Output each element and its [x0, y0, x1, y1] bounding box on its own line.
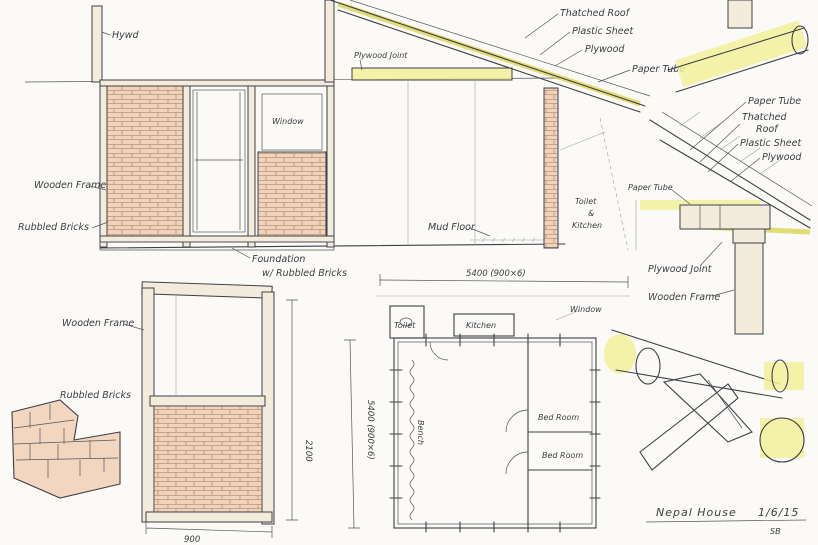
label-plywood-joint: Plywood Joint: [354, 51, 408, 60]
label-foundation-sub: w/ Rubbled Bricks: [262, 268, 347, 279]
frame-labels: Wooden Frame Rubbled Bricks 2100 900: [60, 318, 313, 545]
detail-label-wooden-frame: Wooden Frame: [648, 292, 720, 303]
section-labels: Hywd Thatched Roof Plastic Sheet Plywood…: [18, 8, 685, 279]
label-kitchen: Kitchen: [572, 221, 602, 230]
label-mud-floor: Mud Floor: [428, 222, 476, 233]
window: [261, 93, 323, 151]
title-initials: SB: [770, 527, 781, 536]
joint-detail: [604, 329, 805, 471]
label-window: Window: [272, 117, 304, 126]
title-text: Nepal House: [656, 506, 737, 519]
label-ampersand: &: [588, 209, 594, 218]
brick-stack: [11, 399, 121, 499]
section-elevation: [24, 0, 651, 251]
dim-frame-height: 2100: [303, 440, 313, 462]
detail-label-thatched: Thatched: [742, 112, 787, 123]
title-block: Nepal House 1/6/15 SB: [645, 506, 807, 536]
plan-label-window: Window: [570, 305, 602, 314]
dim-frame-width: 900: [184, 535, 200, 545]
floor-plan-labels: 5400 (900×6) 5400 (900×6) Toilet Kitchen…: [365, 269, 602, 460]
dim-width-total: 5400 (900×6): [466, 269, 526, 279]
plan-label-bed-room-1: Bed Room: [538, 413, 579, 422]
plan-outline: [393, 337, 597, 529]
plan-label-bed-room-2: Bed Room: [542, 451, 583, 460]
roof-detail: [635, 0, 813, 335]
label-plywood: Plywood: [585, 44, 625, 55]
plan-label-bench: Bench: [416, 420, 425, 445]
plan-label-toilet: Toilet: [394, 321, 416, 330]
label-thatched-roof: Thatched Roof: [560, 8, 631, 19]
roof-detail-labels: Paper Tube Thatched Roof Plastic Sheet P…: [628, 96, 802, 303]
detail-label-plastic-sheet: Plastic Sheet: [740, 138, 802, 149]
frame-label-rubbled-bricks: Rubbled Bricks: [60, 390, 131, 401]
detail-label-roof: Roof: [756, 124, 779, 135]
detail-label-plywood-joint: Plywood Joint: [648, 264, 713, 275]
label-wooden-frame: Wooden Frame: [34, 180, 106, 191]
label-toilet: Toilet: [575, 197, 597, 206]
brick-wall-window: [257, 151, 327, 237]
frame-brick-infill: [153, 405, 263, 515]
plan-label-kitchen: Kitchen: [466, 321, 496, 330]
brick-post-right: [543, 87, 559, 249]
detail-label-paper-tube: Paper Tube: [748, 96, 801, 107]
detail-label-plywood: Plywood: [762, 152, 802, 163]
frame-label-wooden-frame: Wooden Frame: [62, 318, 134, 329]
left-post: [91, 5, 103, 83]
detail-label-paper-tube-2: Paper Tube: [628, 183, 673, 192]
label-plastic-sheet: Plastic Sheet: [572, 26, 634, 37]
title-date: 1/6/15: [758, 506, 799, 519]
label-hywd: Hywd: [112, 30, 140, 41]
label-paper-tube: Paper Tube: [632, 64, 685, 75]
label-foundation: Foundation: [252, 254, 305, 265]
door: [192, 89, 246, 233]
frame-elevation: [141, 281, 298, 538]
floor-plan: [344, 274, 630, 533]
dim-depth-total: 5400 (900×6): [365, 400, 375, 460]
brick-wall-left: [105, 83, 185, 237]
label-rubbled-bricks: Rubbled Bricks: [18, 222, 89, 233]
